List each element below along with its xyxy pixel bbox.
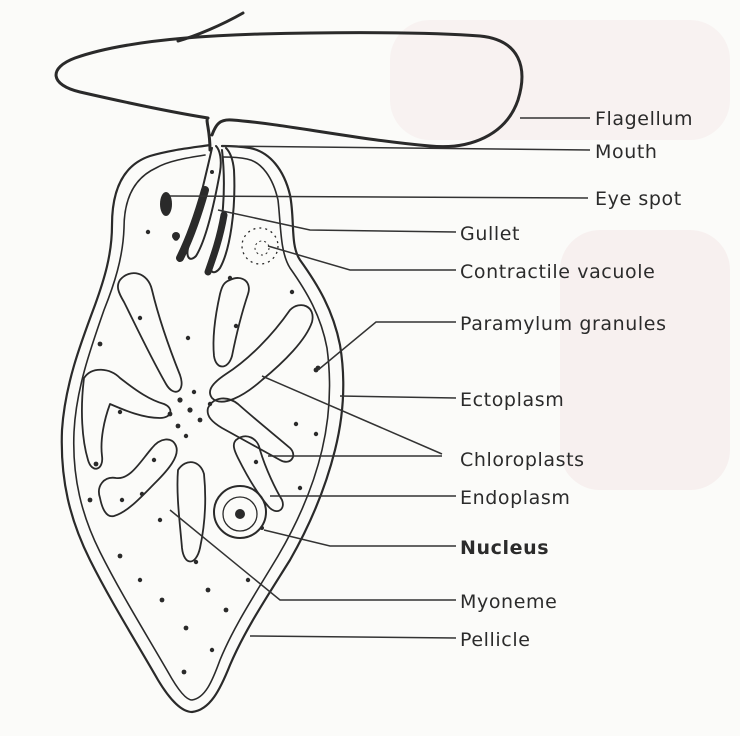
label-paramylum-granules: Paramylum granules	[460, 313, 667, 335]
label-flagellum: Flagellum	[595, 108, 693, 130]
leader-line-mouth	[222, 146, 590, 150]
leader-line-eye-spot	[170, 196, 588, 198]
leader-line-myoneme	[170, 510, 456, 600]
label-chloroplasts: Chloroplasts	[460, 449, 585, 471]
label-nucleus: Nucleus	[460, 537, 549, 559]
nucleolus-shape	[235, 509, 245, 519]
chloroplast-shape	[99, 439, 177, 516]
flagellum-line	[56, 33, 522, 150]
leader-line-nucleus	[264, 530, 456, 546]
chloroplast-shape	[118, 273, 182, 392]
chloroplast-shape	[213, 278, 248, 367]
contractile-vacuole-shape	[242, 228, 278, 264]
label-eye-spot: Eye spot	[595, 188, 682, 210]
label-endoplasm: Endoplasm	[460, 487, 571, 509]
chloroplast-shape	[208, 398, 294, 461]
label-mouth: Mouth	[595, 141, 658, 163]
label-ectoplasm: Ectoplasm	[460, 389, 564, 411]
chloroplast-shape	[82, 370, 170, 469]
chloroplast-shape	[210, 305, 313, 402]
label-myoneme: Myoneme	[460, 591, 557, 613]
chloroplast-shape	[177, 462, 205, 561]
leader-lines	[170, 118, 590, 638]
leader-line-chloroplasts	[262, 376, 442, 454]
label-contractile-vacuole: Contractile vacuole	[460, 261, 655, 283]
label-pellicle: Pellicle	[460, 629, 531, 651]
leader-line-ectoplasm	[340, 396, 456, 398]
leader-line-paramylum-granules	[318, 322, 456, 370]
leader-line-pellicle	[250, 636, 456, 638]
contractile-vacuole-shape	[255, 241, 269, 255]
label-gullet: Gullet	[460, 223, 520, 245]
